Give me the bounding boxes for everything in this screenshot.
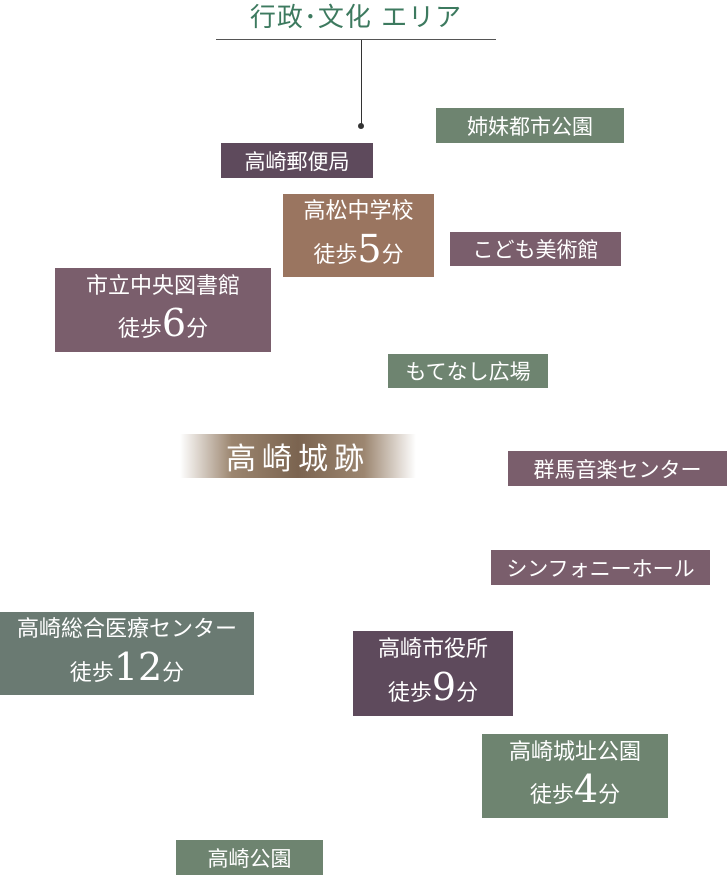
label-medical-center: 高崎総合医療センター 徒歩12分 xyxy=(0,612,254,695)
walk-time: 徒歩5分 xyxy=(313,226,404,271)
label-library: 市立中央図書館 徒歩6分 xyxy=(55,268,271,352)
label-kodomo-museum: こども美術館 xyxy=(450,232,621,266)
label-takasaki-park: 高崎公園 xyxy=(176,840,323,875)
label-name: こども美術館 xyxy=(472,238,599,262)
label-shimai-park: 姉妹都市公園 xyxy=(436,108,624,143)
walk-time: 徒歩9分 xyxy=(387,664,479,709)
pointer-line xyxy=(361,40,362,126)
label-name: 姉妹都市公園 xyxy=(467,114,593,139)
label-name: 高崎公園 xyxy=(207,846,292,871)
label-motenashi: もてなし広場 xyxy=(388,354,548,388)
label-name: 群馬音楽センター xyxy=(533,457,702,482)
label-castle-park: 高崎城址公園 徒歩4分 xyxy=(482,734,668,818)
pointer-dot xyxy=(358,123,364,129)
label-name: 市立中央図書館 xyxy=(85,273,240,299)
walk-time: 徒歩4分 xyxy=(529,767,621,811)
label-name: 高崎郵便局 xyxy=(244,149,350,174)
label-name: 高松中学校 xyxy=(303,199,414,224)
label-symphony-hall: シンフォニーホール xyxy=(491,550,710,585)
area-title: 行政･文化 エリア xyxy=(249,3,463,33)
castle-ruins-label: 高崎城跡 xyxy=(180,434,416,478)
walk-time: 徒歩6分 xyxy=(117,301,209,345)
label-name: 高崎市役所 xyxy=(377,637,488,662)
label-takamatsu-jhs: 高松中学校 徒歩5分 xyxy=(283,194,434,277)
label-name: もてなし広場 xyxy=(405,360,531,384)
label-post-office: 高崎郵便局 xyxy=(221,143,373,178)
title-divider xyxy=(216,39,496,40)
label-name: 高崎城址公園 xyxy=(508,739,641,765)
label-name: 高崎総合医療センター xyxy=(16,617,237,642)
label-city-hall: 高崎市役所 徒歩9分 xyxy=(353,631,513,716)
walk-time: 徒歩12分 xyxy=(69,644,185,689)
label-name: シンフォニーホール xyxy=(506,556,695,581)
label-gunma-music-center: 群馬音楽センター xyxy=(508,451,727,486)
